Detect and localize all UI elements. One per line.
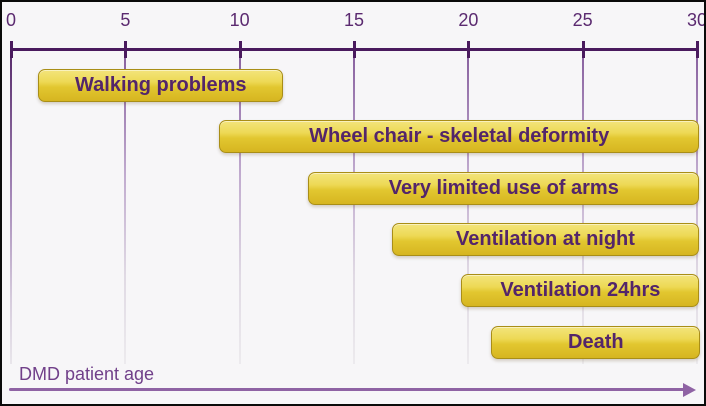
bar-label: Very limited use of arms — [388, 176, 619, 199]
x-tick-mark — [10, 41, 13, 58]
x-tick-label: 5 — [120, 10, 131, 30]
gridline — [353, 50, 355, 364]
x-axis-arrow-line — [9, 388, 685, 391]
gridline — [467, 50, 470, 364]
bar-label: Walking problems — [75, 74, 247, 96]
x-tick-label: 10 — [229, 10, 250, 30]
gridline — [581, 50, 584, 364]
x-tick-label: 0 — [5, 10, 16, 30]
bar: Very limited use of arms — [308, 171, 700, 205]
x-tick-label: 15 — [343, 10, 365, 30]
bar: Walking problems — [38, 69, 284, 102]
bar: Wheel chair - skeletal deformity — [219, 120, 700, 154]
bar-label: Ventilation 24hrs — [500, 279, 661, 302]
x-tick-mark — [238, 41, 242, 58]
bar-label: Wheel chair - skeletal deformity — [309, 125, 610, 148]
x-tick-label: 30 — [686, 10, 706, 30]
gridline — [10, 50, 12, 364]
x-axis-title: DMD patient age — [19, 364, 155, 384]
bar: Death — [491, 325, 701, 359]
gridline — [124, 50, 127, 364]
x-tick-label: 25 — [572, 10, 593, 30]
bar-label: Death — [568, 330, 624, 353]
bar-label: Ventilation at night — [456, 227, 635, 250]
right-arrow-icon — [683, 382, 696, 397]
gridline — [696, 50, 698, 364]
x-tick-mark — [696, 41, 699, 58]
x-tick-mark — [467, 41, 471, 58]
x-tick-label: 20 — [458, 10, 479, 30]
x-tick-mark — [581, 41, 585, 58]
bar: Ventilation at night — [391, 222, 700, 256]
bar: Ventilation 24hrs — [461, 274, 700, 308]
x-tick-mark — [353, 41, 356, 58]
x-tick-mark — [124, 41, 128, 58]
gridline — [238, 50, 241, 364]
